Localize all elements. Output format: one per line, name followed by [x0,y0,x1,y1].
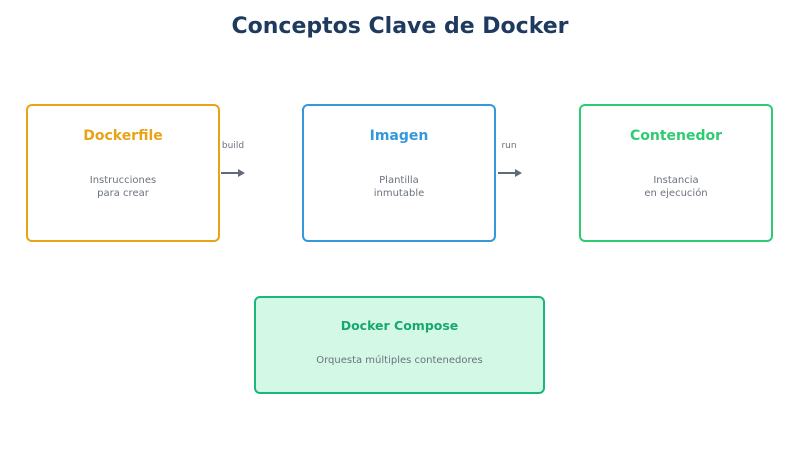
imagen-node: Imagen Plantilla inmutable [302,104,496,242]
dockerfile-description: Instrucciones para crear [28,174,218,200]
dockerfile-desc-line1: Instrucciones [89,175,157,186]
docker-compose-node: Docker Compose Orquesta múltiples conten… [254,296,545,394]
imagen-desc-line2: inmutable [373,188,425,199]
dockerfile-node: Dockerfile Instrucciones para crear [26,104,220,242]
imagen-desc-line1: Plantilla [379,175,419,186]
imagen-title: Imagen [369,128,429,144]
dockerfile-desc-line2: para crear [97,188,149,199]
contenedor-node: Contenedor Instancia en ejecución [579,104,773,242]
build-edge-label: build [221,141,245,151]
diagram-title: Conceptos Clave de Docker [231,14,569,39]
dockerfile-title: Dockerfile [83,128,163,144]
contenedor-desc-line2: en ejecución [644,188,708,199]
build-arrow [221,169,245,177]
contenedor-desc-line1: Instancia [653,175,699,186]
docker-compose-title: Docker Compose [340,318,459,333]
run-arrow [498,169,522,177]
contenedor-title: Contenedor [629,128,723,144]
contenedor-description: Instancia en ejecución [581,174,771,200]
imagen-description: Plantilla inmutable [304,174,494,200]
run-edge-label: run [501,141,517,151]
docker-compose-description: Orquesta múltiples contenedores [316,355,483,366]
